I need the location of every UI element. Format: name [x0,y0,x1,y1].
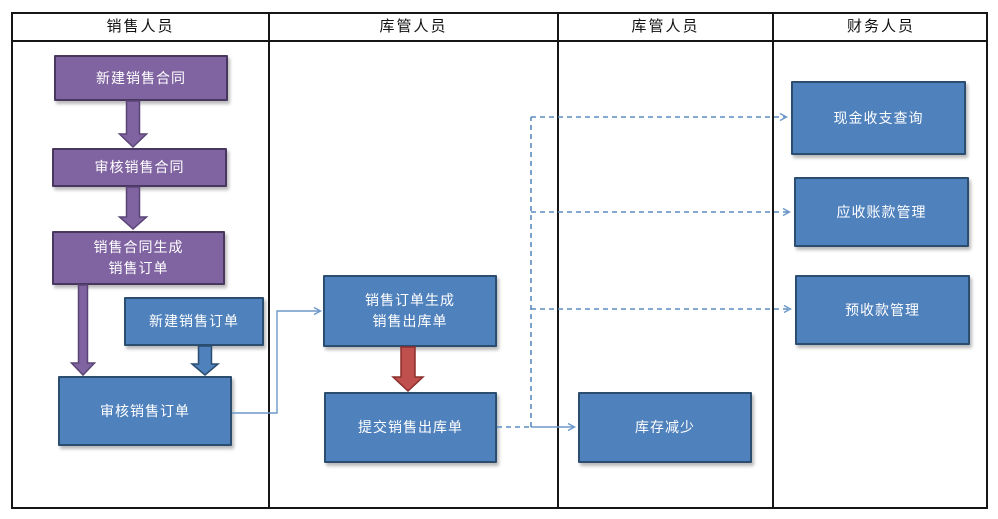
lane-header-sales: 销售人员 [106,18,175,35]
lane-header-finance: 财务人员 [846,18,915,35]
lane-divider-1 [268,12,270,509]
lane-header-warehouse1: 库管人员 [379,18,448,35]
lane-divider-3 [772,12,774,509]
diagram-frame [11,12,988,509]
node-order-to-outbound: 销售订单生成 销售出库单 [323,275,497,347]
node-review-order: 审核销售订单 [58,376,232,446]
node-review-contract: 审核销售合同 [52,148,227,187]
node-create-order: 新建销售订单 [124,297,264,346]
node-cash-query: 现金收支查询 [791,81,966,155]
node-submit-outbound: 提交销售出库单 [324,392,497,463]
lane-header-row [11,12,988,42]
lane-divider-2 [557,12,559,509]
lane-header-warehouse2: 库管人员 [631,18,700,35]
node-advance-mgmt: 预收款管理 [795,275,970,345]
node-inventory-decrease: 库存减少 [578,392,752,463]
node-contract-to-order: 销售合同生成 销售订单 [52,231,225,285]
node-create-contract: 新建销售合同 [54,55,228,101]
node-receivable-mgmt: 应收账款管理 [794,177,969,247]
